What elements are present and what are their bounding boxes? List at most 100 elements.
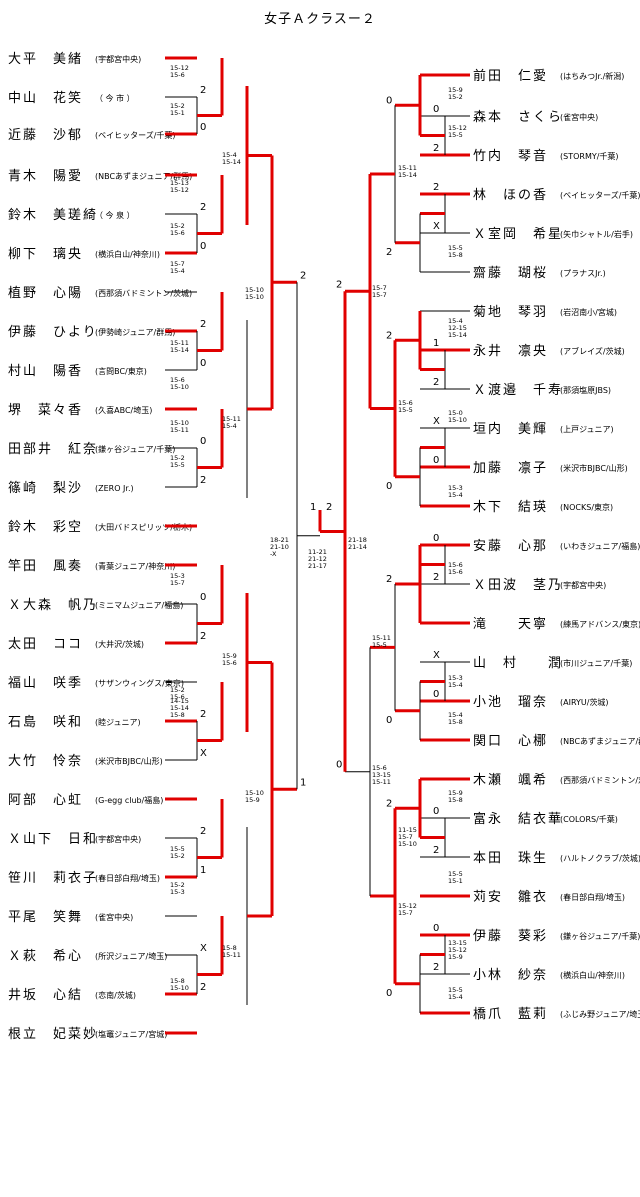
match-result: X — [200, 943, 207, 954]
game-score: 15-8 — [448, 718, 463, 726]
player-club: (恋南/茨城) — [95, 990, 136, 1000]
match-result: 2 — [386, 247, 392, 258]
game-score: 15-11 — [372, 634, 391, 642]
player-club: (ZERO Jr.) — [95, 484, 134, 493]
game-score: 15-13 — [170, 179, 189, 187]
game-score: 15-6 — [372, 764, 387, 772]
game-score: 15-1 — [448, 877, 463, 885]
player-club: (横浜白山/神奈川) — [560, 970, 625, 980]
player-club: (アブレイズ/茨城) — [560, 346, 625, 356]
match-result: 2 — [200, 85, 206, 96]
game-score: 15-8 — [222, 944, 237, 952]
player-name: 富永 結衣華 — [473, 811, 563, 827]
player-name: 永井 凛央 — [473, 343, 548, 359]
match-result: 0 — [386, 95, 392, 106]
player-club: (鎌ヶ谷ジュニア/千葉) — [560, 931, 640, 941]
player-name: Ｘ田波 茎乃 — [473, 578, 563, 593]
match-result: 2 — [200, 319, 206, 330]
player-club: (大井沢/茨城) — [95, 639, 144, 649]
game-score: 15-2 — [170, 102, 185, 110]
game-score: 15-3 — [448, 484, 463, 492]
match-result: 1 — [300, 777, 306, 788]
player-name: 加藤 凛子 — [473, 460, 548, 476]
player-name: 伊藤 葵彩 — [473, 929, 548, 944]
player-name: 篠崎 梨沙 — [8, 481, 83, 496]
player-name: 福山 咲季 — [8, 675, 83, 691]
player-club: (上戸ジュニア) — [560, 425, 614, 434]
game-score: 15-8 — [170, 711, 185, 719]
player-name: 菊地 琴羽 — [473, 305, 548, 320]
player-name: 笹川 莉衣子 — [8, 870, 98, 886]
player-club: (COLORS/千葉) — [560, 814, 618, 824]
game-score: 15-14 — [170, 346, 189, 354]
player-club: （ 今 市 ） — [95, 93, 135, 103]
game-score: 15-6 — [170, 693, 185, 701]
game-score: 15-14 — [398, 171, 417, 179]
match-result: 2 — [336, 279, 342, 290]
player-name: 田部井 紅奈 — [8, 442, 98, 457]
player-name: 根立 妃菜妙 — [8, 1027, 98, 1042]
player-name: 青木 陽愛 — [8, 169, 83, 184]
game-score: 15-7 — [170, 579, 185, 587]
final-score: 21-10 — [270, 543, 289, 551]
game-score: 15-2 — [448, 93, 463, 101]
game-score: 15-10 — [170, 383, 189, 391]
game-score: 15-5 — [448, 986, 463, 994]
player-name: 村山 陽香 — [8, 364, 83, 379]
player-club: (雀宮中央) — [95, 912, 133, 922]
match-result: 2 — [433, 182, 439, 193]
player-name: 木下 結瑛 — [473, 500, 548, 515]
match-result: 0 — [386, 715, 392, 726]
player-club: (NBCあずまジュニア/群馬) — [560, 736, 640, 746]
game-score: 15-2 — [170, 222, 185, 230]
game-score: 15-14 — [222, 158, 241, 166]
game-score: 15-12 — [398, 902, 417, 910]
player-name: 鈴木 美瑳綺 — [8, 207, 98, 223]
game-score: 15-12 — [448, 946, 467, 954]
match-result: 0 — [200, 436, 206, 447]
game-score: 15-10 — [398, 840, 417, 848]
player-name: 石島 咲和 — [8, 714, 83, 730]
player-club: (鎌ヶ谷ジュニア/千葉) — [95, 444, 175, 454]
game-score: 15-10 — [245, 293, 264, 301]
player-name: 平尾 笑舞 — [8, 909, 83, 925]
match-result: 2 — [200, 475, 206, 486]
game-score: 15-5 — [372, 641, 387, 649]
player-club: (米沢市BJBC/山形) — [560, 463, 628, 473]
player-name: 大竹 怜奈 — [8, 754, 83, 769]
player-club: (矢巾シャトル/岩手) — [560, 229, 633, 239]
game-score: 15-4 — [222, 151, 237, 159]
player-club: (横浜白山/神奈川) — [95, 249, 160, 259]
player-name: 山 村 潤 — [473, 656, 563, 671]
game-score: 15-8 — [448, 796, 463, 804]
player-club: (青葉ジュニア/神奈川) — [95, 561, 175, 571]
match-result: 0 — [200, 241, 206, 252]
match-result: 0 — [336, 760, 342, 771]
player-name: 柳下 璃央 — [8, 247, 83, 262]
game-score: 15-7 — [372, 284, 387, 292]
game-score: 15-5 — [448, 244, 463, 252]
player-name: 大平 美緒 — [8, 52, 83, 67]
game-score: 15-5 — [170, 461, 185, 469]
match-result: 0 — [386, 481, 392, 492]
player-club: (伊勢崎ジュニア/群馬) — [95, 327, 175, 337]
player-name: 小池 瑠奈 — [473, 695, 548, 710]
game-score: 13-15 — [448, 939, 467, 947]
game-score: 15-2 — [170, 852, 185, 860]
game-score: 15-1 — [170, 109, 185, 117]
game-score: 15-2 — [170, 881, 185, 889]
player-club: (AIRYU/茨城) — [560, 697, 609, 707]
bracket-title: 女子Ａクラスー２ — [264, 12, 376, 27]
game-score: 15-4 — [448, 317, 463, 325]
game-score: 15-8 — [170, 977, 185, 985]
game-score: 15-3 — [170, 572, 185, 580]
game-score: 15-4 — [222, 422, 237, 430]
player-club: (春日部白翔/埼玉) — [560, 892, 625, 902]
player-club: (プラナスJr.) — [560, 269, 606, 278]
player-club: (NBCあずまジュニア/群馬) — [95, 171, 192, 181]
player-name: 林 ほの香 — [473, 188, 548, 203]
player-name: 森本 さくら — [473, 110, 563, 125]
player-club: (NOCKS/東京) — [560, 502, 613, 512]
player-club: (春日部白翔/埼玉) — [95, 873, 160, 883]
